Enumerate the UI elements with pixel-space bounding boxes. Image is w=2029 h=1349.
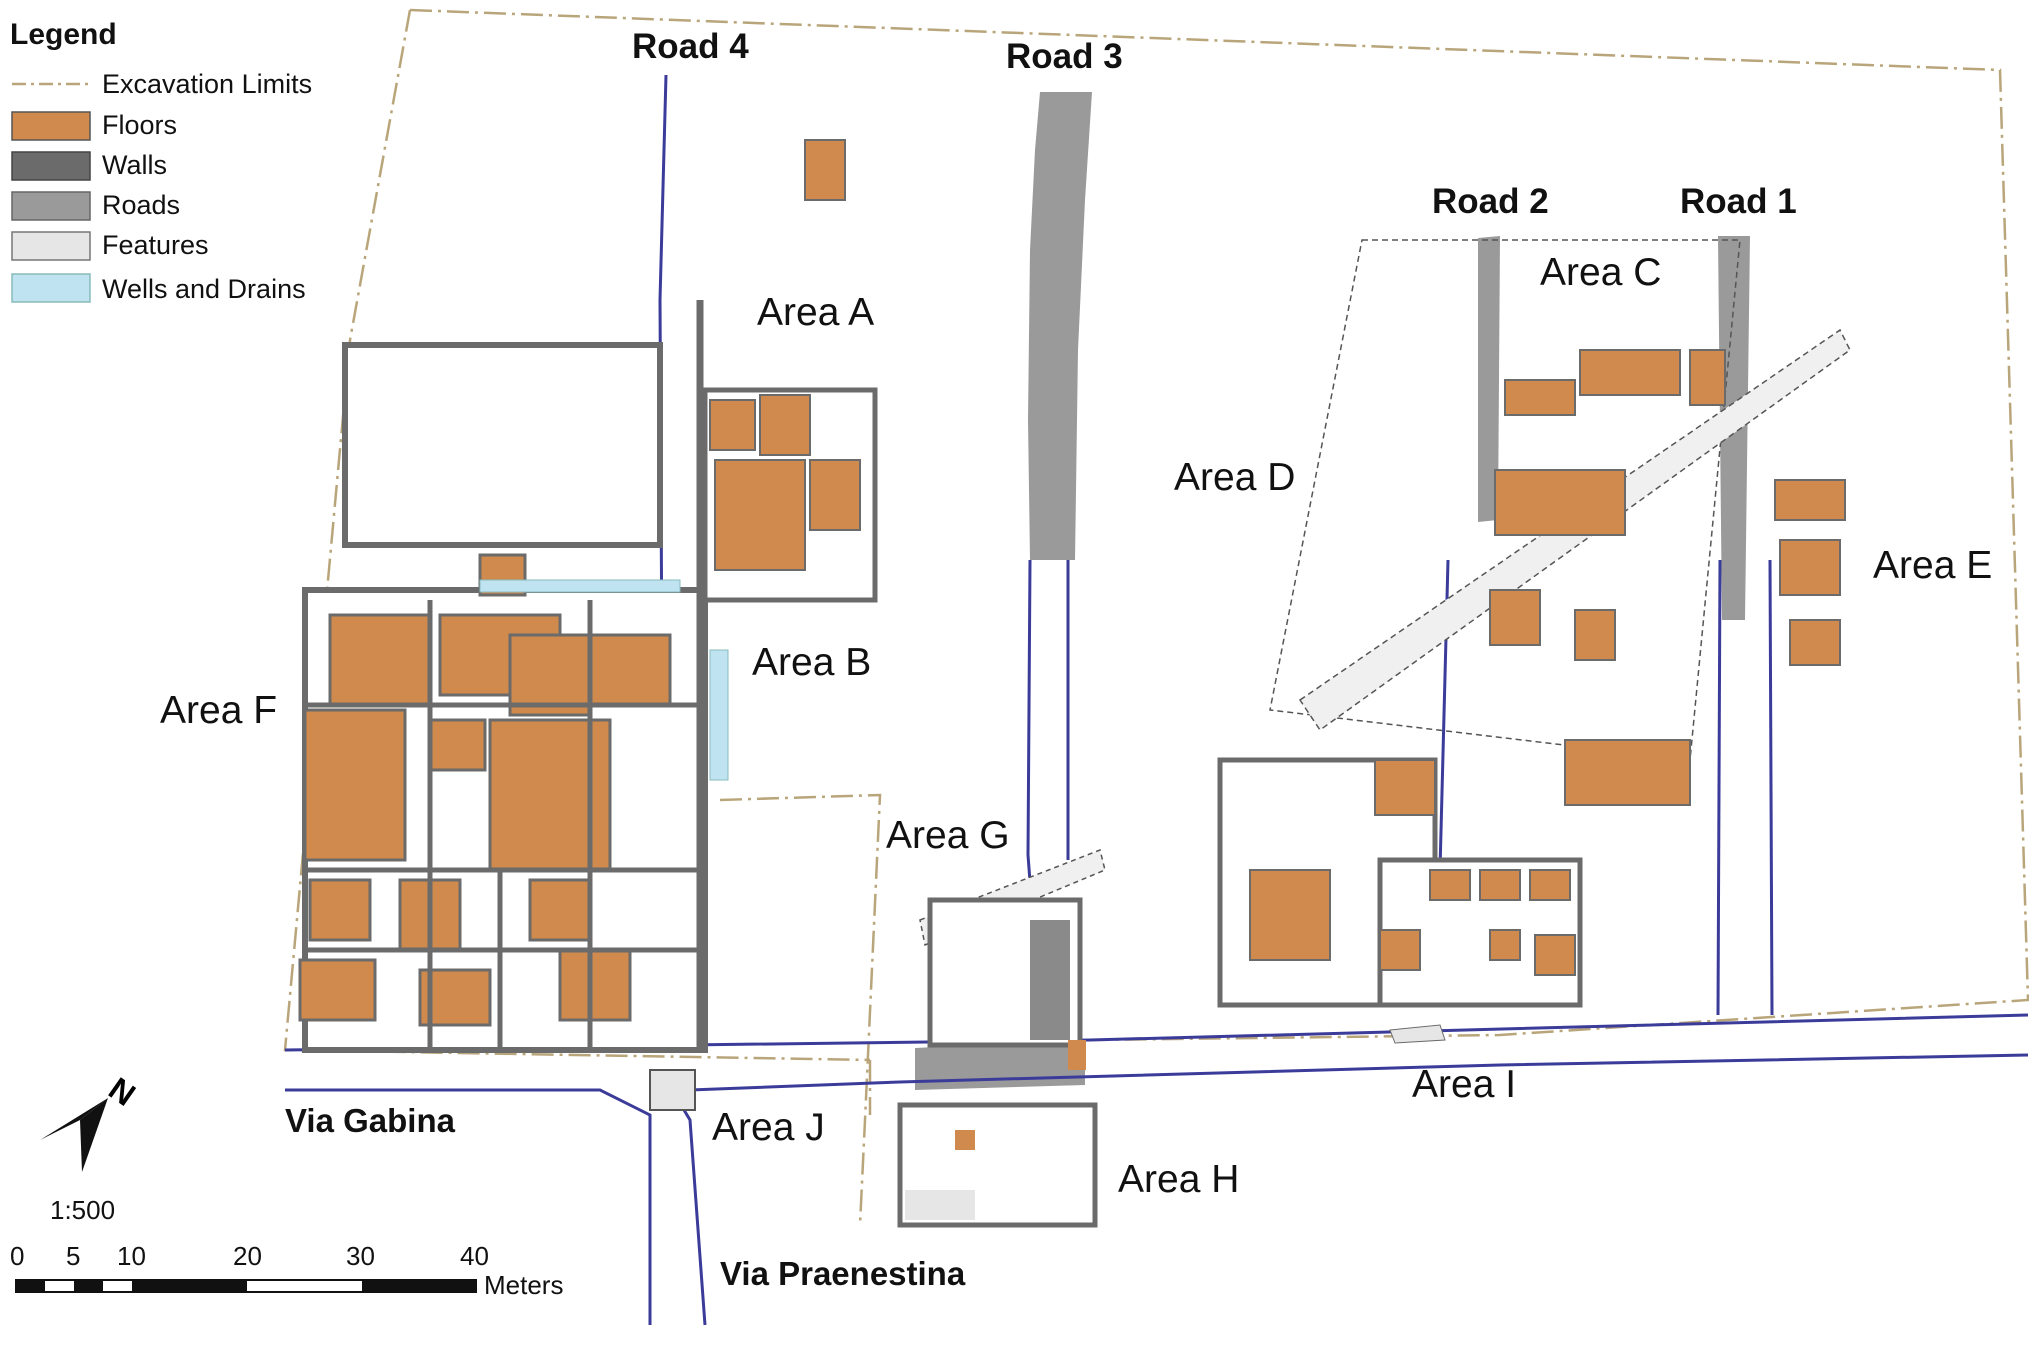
- north-arrow-icon: N: [40, 1070, 142, 1172]
- area-f-label: Area F: [160, 689, 277, 732]
- scale-ratio: 1:500: [50, 1195, 115, 1225]
- legend-label-wells-drains: Wells and Drains: [102, 274, 306, 304]
- legend: Legend Excavation Limits Floors Walls Ro…: [10, 18, 312, 304]
- scale-tick-10: 10: [117, 1241, 146, 1271]
- legend-label-walls: Walls: [102, 150, 167, 180]
- area-c-label: Area C: [1540, 251, 1661, 294]
- legend-label-excavation-limits: Excavation Limits: [102, 69, 312, 99]
- scale-tick-0: 0: [10, 1241, 24, 1271]
- road-2-label: Road 2: [1432, 182, 1549, 221]
- legend-swatch-roads: [11, 191, 91, 221]
- area-i-label: Area I: [1412, 1063, 1516, 1106]
- legend-swatch-features: [11, 231, 91, 261]
- legend-title: Legend: [10, 18, 117, 51]
- legend-swatch-walls: [11, 151, 91, 181]
- legend-swatch-wells-drains: [11, 273, 91, 303]
- area-f-complex: [298, 300, 729, 1053]
- scale-bar: 1:500 0 5 10 20 30 40 Meters: [10, 1195, 563, 1300]
- via-gabina-label: Via Gabina: [285, 1102, 456, 1139]
- via-labels: Via Gabina Via Praenestina: [285, 1102, 966, 1292]
- area-j-label: Area J: [712, 1106, 825, 1149]
- via-praenestina-label: Via Praenestina: [720, 1255, 966, 1292]
- area-b-label: Area B: [752, 641, 871, 684]
- scale-tick-40: 40: [460, 1241, 489, 1271]
- scale-unit: Meters: [484, 1270, 563, 1300]
- area-a-label: Area A: [757, 291, 874, 334]
- road-3-label: Road 3: [1006, 37, 1123, 76]
- area-labels: Area A Area B Area C Area D Area E Area …: [160, 251, 1992, 1201]
- legend-swatch-floors: [11, 111, 91, 141]
- scale-tick-20: 20: [233, 1241, 262, 1271]
- road-1-label: Road 1: [1680, 182, 1797, 221]
- road-4-label: Road 4: [632, 27, 749, 66]
- excavation-limits: [283, 8, 2029, 1226]
- scale-tick-30: 30: [346, 1241, 375, 1271]
- north-arrow-label: N: [102, 1070, 142, 1113]
- area-cde-complex: [1269, 239, 1851, 806]
- legend-label-roads: Roads: [102, 190, 180, 220]
- scale-tick-5: 5: [66, 1241, 80, 1271]
- area-g-label: Area G: [886, 814, 1010, 857]
- road-2-band: [1478, 236, 1500, 522]
- road-labels: Road 4 Road 3 Road 2 Road 1: [632, 27, 1797, 221]
- road-3-band: [1028, 92, 1092, 560]
- area-h-label: Area H: [1118, 1158, 1239, 1201]
- area-ghi-complex: [649, 757, 1583, 1228]
- legend-label-features: Features: [102, 230, 209, 260]
- area-d-label: Area D: [1174, 456, 1295, 499]
- area-ab-complex: [702, 139, 878, 603]
- area-e-label: Area E: [1873, 544, 1992, 587]
- legend-label-floors: Floors: [102, 110, 177, 140]
